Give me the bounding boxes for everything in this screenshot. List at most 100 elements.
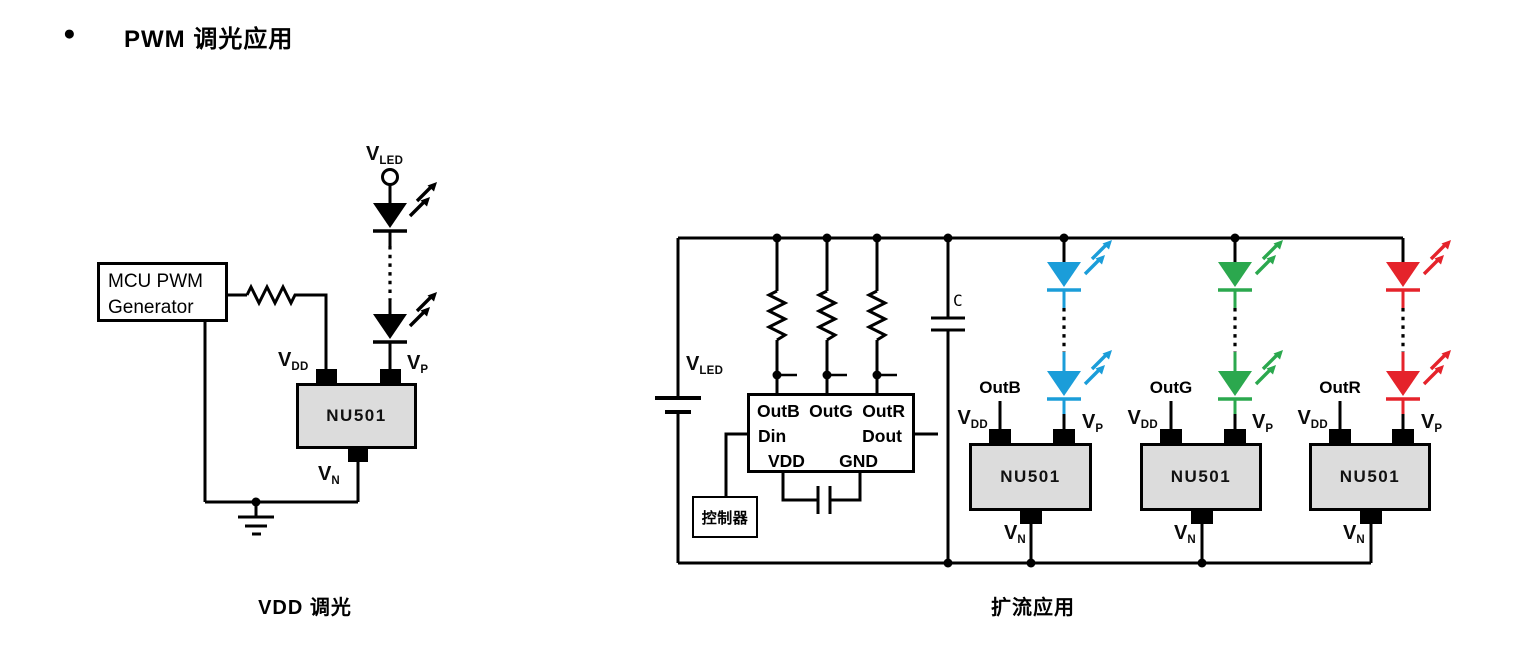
- net-base: V: [366, 143, 380, 165]
- capacitor-c-label: C: [953, 291, 963, 310]
- net-sub: P: [420, 364, 429, 376]
- led-emission-arrows: [1424, 240, 1451, 274]
- vled-terminal: [381, 168, 399, 186]
- outb-net-label: OutB: [979, 378, 1021, 397]
- resistor: [815, 289, 839, 342]
- led-controller-ic: OutB OutG OutR Din Dout VDD GND: [747, 393, 915, 473]
- resistor: [245, 283, 299, 307]
- led-emission-arrows: [410, 292, 437, 326]
- vdd-label-blue: VDD: [948, 407, 988, 431]
- led-emission-arrows: [1256, 240, 1283, 274]
- blue-led-symbol: [1045, 369, 1083, 401]
- red-led-symbol: [1384, 369, 1422, 401]
- ic-pin-dout: Dout: [862, 426, 902, 446]
- led-emission-arrows: [410, 182, 437, 216]
- mcu-label-line2: Generator: [108, 297, 194, 318]
- junction-dot: [772, 370, 782, 380]
- net-sub: P: [1434, 423, 1443, 435]
- vp-pin: [380, 369, 401, 384]
- vn-pin: [1191, 510, 1213, 524]
- net-base: V: [278, 349, 292, 371]
- chip-label: NU501: [326, 406, 387, 425]
- net-base: V: [1004, 522, 1018, 544]
- led-emission-arrows: [1424, 350, 1451, 384]
- net-base: V: [407, 352, 421, 374]
- net-base: V: [1082, 411, 1096, 433]
- net-sub: N: [1017, 534, 1026, 546]
- right-circuit: [655, 233, 1451, 568]
- controller-box: 控制器: [692, 496, 758, 538]
- led-symbol: [371, 201, 409, 233]
- outb-resistor-branch: [765, 238, 797, 393]
- decoupling-capacitor: [781, 473, 862, 514]
- net-base: V: [1421, 411, 1435, 433]
- net-sub: LED: [699, 365, 724, 377]
- net-sub: N: [1356, 534, 1365, 546]
- ground-return: [203, 322, 360, 536]
- net-base: V: [1343, 522, 1357, 544]
- mcu-pwm-generator-label: MCU PWM Generator: [108, 269, 203, 321]
- vdd-pin: [1329, 429, 1351, 444]
- ic-pin-vdd: VDD: [768, 451, 805, 471]
- red-led-string: [1384, 238, 1451, 431]
- net-sub: DD: [970, 419, 988, 431]
- net-base: V: [1252, 411, 1266, 433]
- nu501-chip-green: NU501: [1140, 443, 1262, 511]
- vp-label-blue: VP: [1082, 411, 1103, 435]
- net-base: V: [1127, 407, 1141, 429]
- vp-label-green: VP: [1252, 411, 1273, 435]
- vdd-label-green: VDD: [1118, 407, 1158, 431]
- net-base: V: [686, 353, 700, 375]
- nu501-chip-red: NU501: [1309, 443, 1431, 511]
- net-base: V: [957, 407, 971, 429]
- left-led-string: [371, 182, 437, 370]
- nu501-chip-left: NU501: [296, 383, 417, 449]
- red-led-symbol: [1384, 260, 1422, 292]
- vdd-label-left: VDD: [278, 349, 309, 373]
- vp-pin: [1224, 429, 1246, 444]
- chip-label: NU501: [1000, 467, 1061, 486]
- outr-net-label: OutR: [1319, 378, 1361, 397]
- ground-symbol: [238, 502, 274, 536]
- vp-label-red: VP: [1421, 411, 1442, 435]
- vn-pin: [1020, 510, 1042, 524]
- outr-resistor-branch: [865, 238, 897, 393]
- vn-label-green: VN: [1160, 522, 1196, 546]
- ic-pin-outb: OutB: [757, 401, 800, 421]
- resistor: [865, 289, 889, 342]
- nu501-chip-blue: NU501: [969, 443, 1092, 511]
- vdd-pin: [1160, 429, 1182, 444]
- net-base: V: [1297, 407, 1311, 429]
- mcu-pwm-generator-box: MCU PWM Generator: [97, 262, 228, 322]
- outg-resistor-branch: [815, 238, 847, 393]
- blue-led-string: [1045, 238, 1112, 431]
- net-sub: DD: [1140, 419, 1158, 431]
- pwm-resistor-branch: [228, 283, 328, 370]
- net-base: V: [318, 463, 332, 485]
- junction-dot: [872, 370, 882, 380]
- led-emission-arrows: [1085, 240, 1112, 274]
- resistor: [765, 289, 789, 342]
- vp-pin: [1053, 429, 1075, 444]
- blue-led-symbol: [1045, 260, 1083, 292]
- battery-vled: [655, 396, 701, 414]
- vdd-pin: [316, 369, 337, 384]
- vled-label-right: VLED: [686, 353, 723, 377]
- chip-label: NU501: [1339, 467, 1401, 486]
- caption-current-expansion: 扩流应用: [991, 597, 1075, 619]
- green-led-string: [1216, 238, 1283, 431]
- chip-label: NU501: [1170, 467, 1232, 486]
- net-sub: N: [1187, 534, 1196, 546]
- net-sub: P: [1095, 423, 1104, 435]
- net-sub: DD: [1310, 419, 1328, 431]
- junction-dots: [772, 233, 1240, 568]
- bulk-capacitor: [931, 238, 965, 563]
- net-sub: P: [1265, 423, 1274, 435]
- ic-pin-din: Din: [758, 426, 787, 446]
- controller-ic-wiring: [724, 432, 938, 514]
- vp-label-left: VP: [407, 352, 428, 376]
- junction-dot: [822, 370, 832, 380]
- ic-pin-outg: OutG: [809, 401, 853, 421]
